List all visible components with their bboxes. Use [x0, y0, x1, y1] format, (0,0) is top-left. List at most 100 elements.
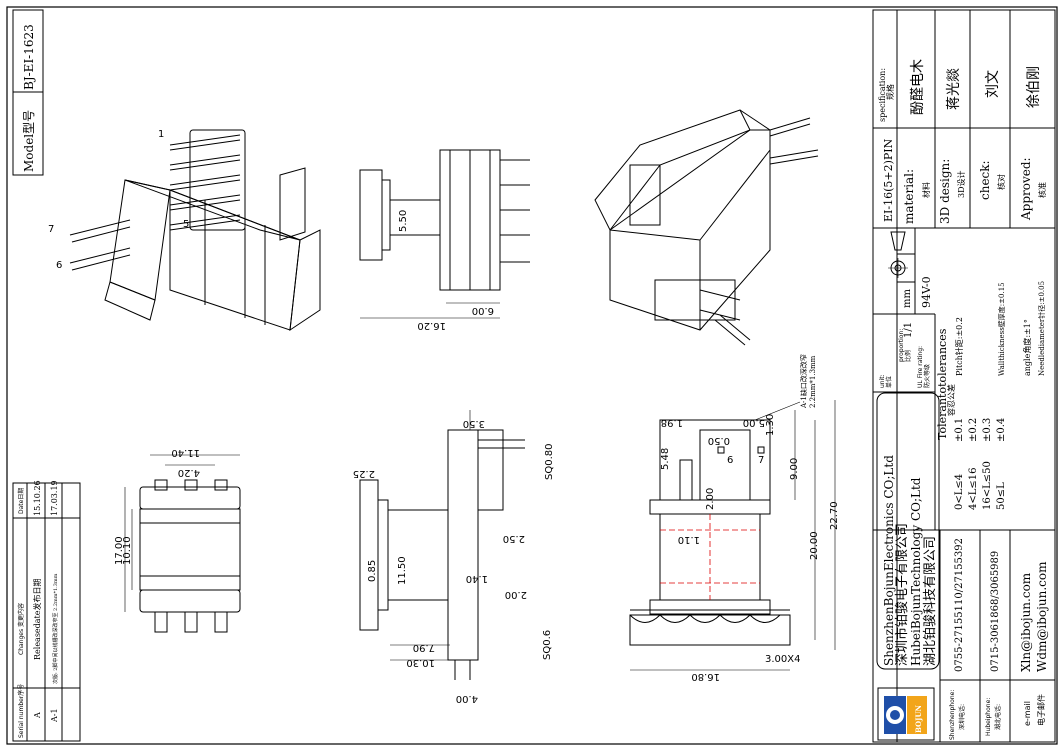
sz-phone-label: Shenzhenphone: [949, 690, 956, 740]
dim-2-00: 2.00 [505, 589, 527, 600]
company-sz-en: ShenzhenBojunElectronics CO;Ltd [882, 455, 896, 666]
proportion-cn: 比例 [904, 350, 912, 362]
approved-cn: 核准 [1037, 182, 1047, 198]
spec-label: specification: [878, 68, 887, 122]
needle-text: Needlediameter针径:±0.05 [1037, 281, 1046, 376]
note-a1: A-1缺口改深改窄 [799, 354, 808, 409]
tol-value-3: ±0.3 [982, 418, 993, 442]
dim-sq0-80: SQ0.80 [544, 444, 555, 480]
model-label: Model型号 [22, 110, 36, 172]
top-side-view [359, 149, 530, 319]
dim-22-70: 22.70 [829, 501, 840, 530]
dim-2-25: 2.25 [353, 468, 375, 479]
isometric-view-right [594, 109, 819, 346]
tol-range-2: 4<L≤16 [968, 468, 979, 511]
material-label: material: [902, 169, 916, 224]
sz-phone: 0755-27155110/27155392 [954, 538, 965, 672]
side-view-middle [359, 410, 525, 680]
pin-label-front-6: 6 [727, 455, 733, 466]
bojun-logo: BOJUN [877, 687, 935, 741]
pin-label-front-7: 7 [758, 455, 764, 466]
changes-table: Serial number序号 Changes 变更内容 Date日期 A Re… [12, 480, 81, 742]
design-cn: 3D设计 [956, 170, 966, 198]
projection-symbol-icon [888, 231, 908, 278]
pitch-text: Pitch针距:±0.2 [954, 317, 964, 376]
dim-1-30: 1.30 [765, 414, 776, 436]
wall-text: Wallthickness壁厚度:±0.15 [997, 282, 1006, 376]
dim-2-50: 2.50 [503, 533, 525, 544]
dim-7-90: 7.90 [413, 642, 435, 653]
dim-5-00: 5.00 [743, 417, 765, 428]
unit-value: mm [902, 289, 913, 308]
change-date-a: 15.10.26 [33, 480, 42, 516]
proportion-value: 1/1 [903, 322, 914, 338]
company-hb-cn: 湖北铂骏科技有限公司 [922, 536, 938, 666]
dim-5-50: 5.50 [398, 210, 409, 232]
pin-label-1: 1 [158, 129, 164, 140]
dim-1-40: 1.40 [466, 573, 488, 584]
spec-value: EI-16(5+2)PIN [882, 138, 895, 222]
tol-value-1: ±0.1 [954, 418, 965, 442]
pin-label-6: 6 [56, 260, 62, 271]
email-1: Xln@ibojun.com [1019, 572, 1033, 672]
dim-11-40: 11.40 [171, 447, 200, 458]
model-box: Model型号 BJ-EI-1623 [12, 9, 44, 176]
dim-6-00: 6.00 [472, 305, 494, 316]
hb-phone-label: Hubeiphone: [985, 698, 992, 736]
proportion-label: proportion: [898, 329, 905, 362]
approved-value: 徐伯刚 [1026, 66, 1042, 108]
check-label: check: [978, 160, 992, 200]
changes-header-serial: Serial number序号 [17, 684, 25, 738]
pins-top-left [169, 129, 246, 231]
fire-label: UL Fire rating: [917, 346, 924, 388]
hb-phone: 0715-3061868/3065989 [990, 551, 1001, 672]
logo-text: BOJUN [914, 704, 923, 733]
unit-cn: 单位 [885, 376, 893, 388]
email-cn: 电子邮件 [1036, 694, 1046, 726]
dim-1-10: 1.10 [678, 534, 700, 545]
tol-value-4: ±0.4 [996, 418, 1007, 442]
dim-4-20: 4.20 [178, 467, 200, 478]
dim-17-00: 17.00 [114, 536, 125, 565]
design-value: 蒋光燚 [946, 68, 962, 110]
dim-10-30: 10.30 [406, 657, 435, 668]
dim-3-50: 3.50 [463, 418, 485, 429]
changes-header-changes: Changes 变更内容 [17, 603, 25, 655]
dim-10-10: 10.10 [122, 536, 133, 565]
dim-3-00x4: 3.00X4 [765, 654, 800, 665]
email-label: e-mail [1023, 701, 1032, 726]
pin-label-5: 5 [183, 219, 189, 230]
dim-11-50: 11.50 [397, 556, 408, 585]
change-text-a: Releasedate发布日期 [32, 579, 42, 661]
dim-9-00: 9.00 [789, 458, 800, 480]
front-view-left [124, 454, 241, 633]
dim-16-20: 16.20 [417, 320, 446, 331]
dim-4-00: 4.00 [456, 693, 478, 704]
angle-text: angle角度:±1° [1022, 319, 1032, 376]
change-serial-a1: A-1 [50, 708, 59, 723]
company-sz-cn: 深圳市铂骏电子有限公司 [894, 523, 910, 666]
change-serial-a: A [33, 712, 42, 719]
tol-range-3: 16<L≤50 [982, 461, 993, 510]
front-view-right [629, 400, 836, 671]
dim-16-80: 16.80 [691, 671, 720, 682]
hb-phone-cn: 湖北电话: [994, 704, 1002, 730]
change-text-a1: 次版: 2脚中间以线槽改深改窄至 2.2mm*1.3mm [52, 573, 59, 684]
tol-value-2: ±0.2 [968, 418, 979, 442]
change-date-a1: 17.03.19 [50, 480, 59, 516]
spec-cn: 规格 [885, 84, 895, 100]
title-block: specification: 规格 EI-16(5+2)PIN material… [872, 9, 1056, 743]
dim-0-50: 0.50 [708, 435, 730, 446]
model-value: BJ-EI-1623 [22, 24, 36, 90]
changes-header-date: Date日期 [17, 488, 25, 514]
fire-cn: 防火等级 [923, 364, 931, 388]
dim-20-00: 20.00 [809, 531, 820, 560]
sheet-border [6, 6, 1058, 745]
company-hb-en: HubeiBojunTechnology CO;Ltd [909, 477, 923, 666]
email-2: Wdm@ibojun.com [1035, 561, 1049, 672]
note-a1-size: 2.2mm*1.3mm [809, 355, 817, 408]
sz-phone-cn: 深圳电话: [958, 704, 966, 730]
approved-label: Approved: [1019, 157, 1033, 221]
dim-1-98: 1.98 [661, 417, 683, 428]
